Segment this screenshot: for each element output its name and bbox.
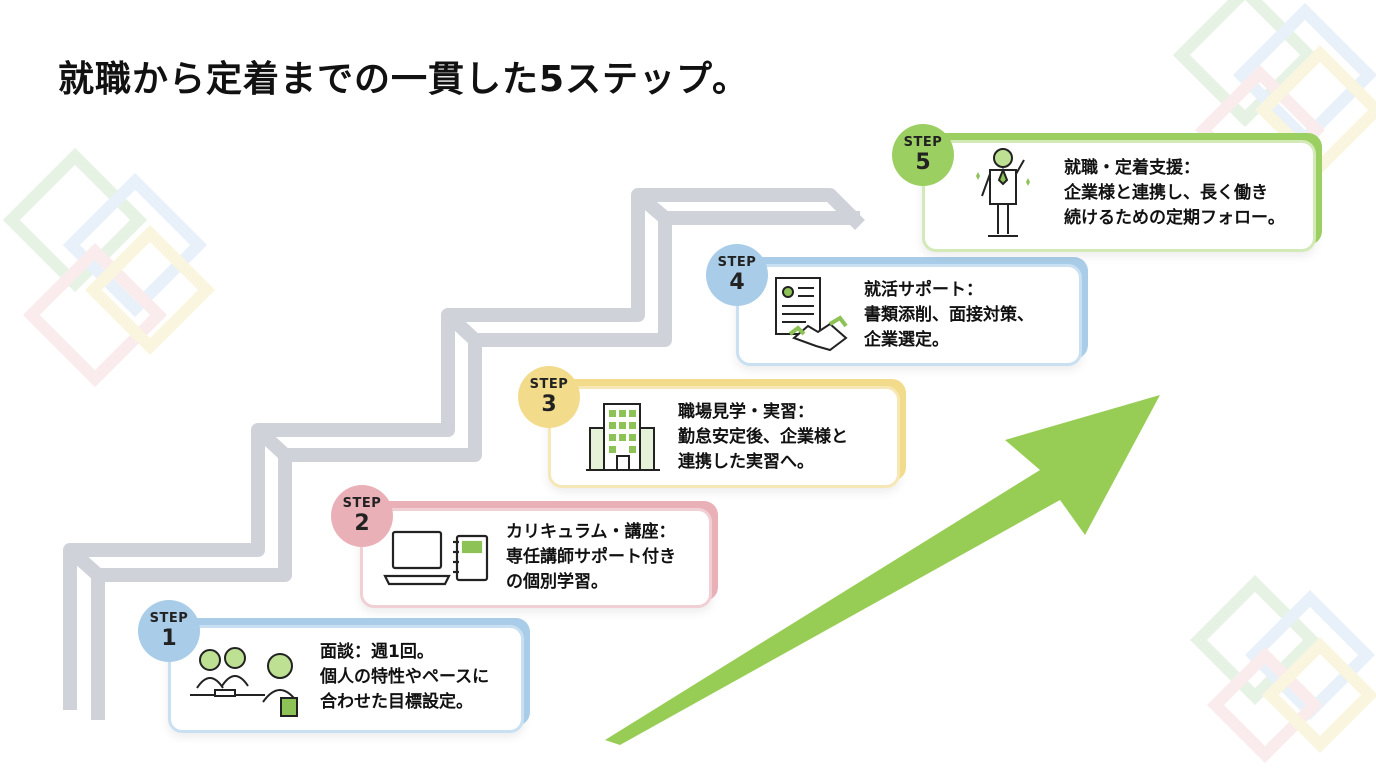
step-label: STEP: [529, 377, 569, 392]
step-number: 2: [354, 511, 370, 536]
step-number: 4: [729, 270, 745, 295]
step-text-line: 続けるための定期フォロー。: [1064, 208, 1285, 228]
step-text-1: 面談：週1回。 個人の特性やペースに 合わせた目標設定。: [320, 640, 489, 715]
step-text-line: の個別学習。: [506, 572, 608, 592]
laptop-notebook-icon: [383, 530, 489, 586]
step-text-line: 企業選定。: [864, 330, 949, 350]
growth-arrow: [605, 395, 1160, 745]
step-number: 5: [915, 150, 931, 175]
step-badge-4: STEP 4: [706, 244, 768, 306]
step-badge-2: STEP 2: [331, 485, 393, 547]
step-text-line: 職場見学・実習：: [678, 402, 814, 422]
step-badge-1: STEP 1: [138, 600, 200, 662]
step-label: STEP: [717, 255, 757, 270]
step-number: 3: [541, 392, 557, 417]
page-title: 就職から定着までの一貫した5ステップ。: [58, 59, 749, 100]
resume-handshake-icon: [775, 277, 848, 352]
staircase: [63, 188, 865, 720]
step-text-line: 書類添削、面接対策、: [864, 305, 1034, 325]
step-text-line: 合わせた目標設定。: [320, 692, 473, 712]
step-card-2: [360, 508, 712, 608]
meeting-people-icon: [190, 647, 298, 717]
employee-standing-icon: [976, 148, 1030, 237]
step-label: STEP: [149, 611, 189, 626]
step-text-line: 個人の特性やペースに: [320, 667, 490, 687]
step-badge-3: STEP 3: [518, 366, 580, 428]
step-text-line: 面談：週1回。: [320, 642, 434, 662]
decorative-pattern-left: [2, 147, 216, 388]
step-label: STEP: [342, 496, 382, 511]
office-building-icon: [586, 403, 660, 471]
step-text-line: 勤怠安定後、企業様と: [678, 427, 848, 447]
step-text-line: 就活サポート：: [864, 280, 983, 300]
step-text-2: カリキュラム・講座： 専任講師サポート付き の個別学習。: [506, 520, 676, 595]
step-text-line: 連携した実習へ。: [678, 452, 814, 472]
step-card-5: [922, 140, 1316, 252]
step-text-3: 職場見学・実習： 勤怠安定後、企業様と 連携した実習へ。: [678, 400, 848, 475]
decorative-pattern-bottom-right: [1189, 574, 1376, 763]
step-text-line: カリキュラム・講座：: [506, 522, 676, 542]
step-text-5: 就職・定着支援： 企業様と連携し、長く働き 続けるための定期フォロー。: [1064, 156, 1285, 231]
step-label: STEP: [903, 135, 943, 150]
step-text-line: 企業様と連携し、長く働き: [1064, 183, 1268, 203]
step-text-line: 就職・定着支援：: [1064, 158, 1200, 178]
step-badge-5: STEP 5: [892, 124, 954, 186]
step-text-line: 専任講師サポート付き: [506, 547, 676, 567]
step-text-4: 就活サポート： 書類添削、面接対策、 企業選定。: [864, 278, 1034, 353]
step-number: 1: [161, 626, 177, 651]
